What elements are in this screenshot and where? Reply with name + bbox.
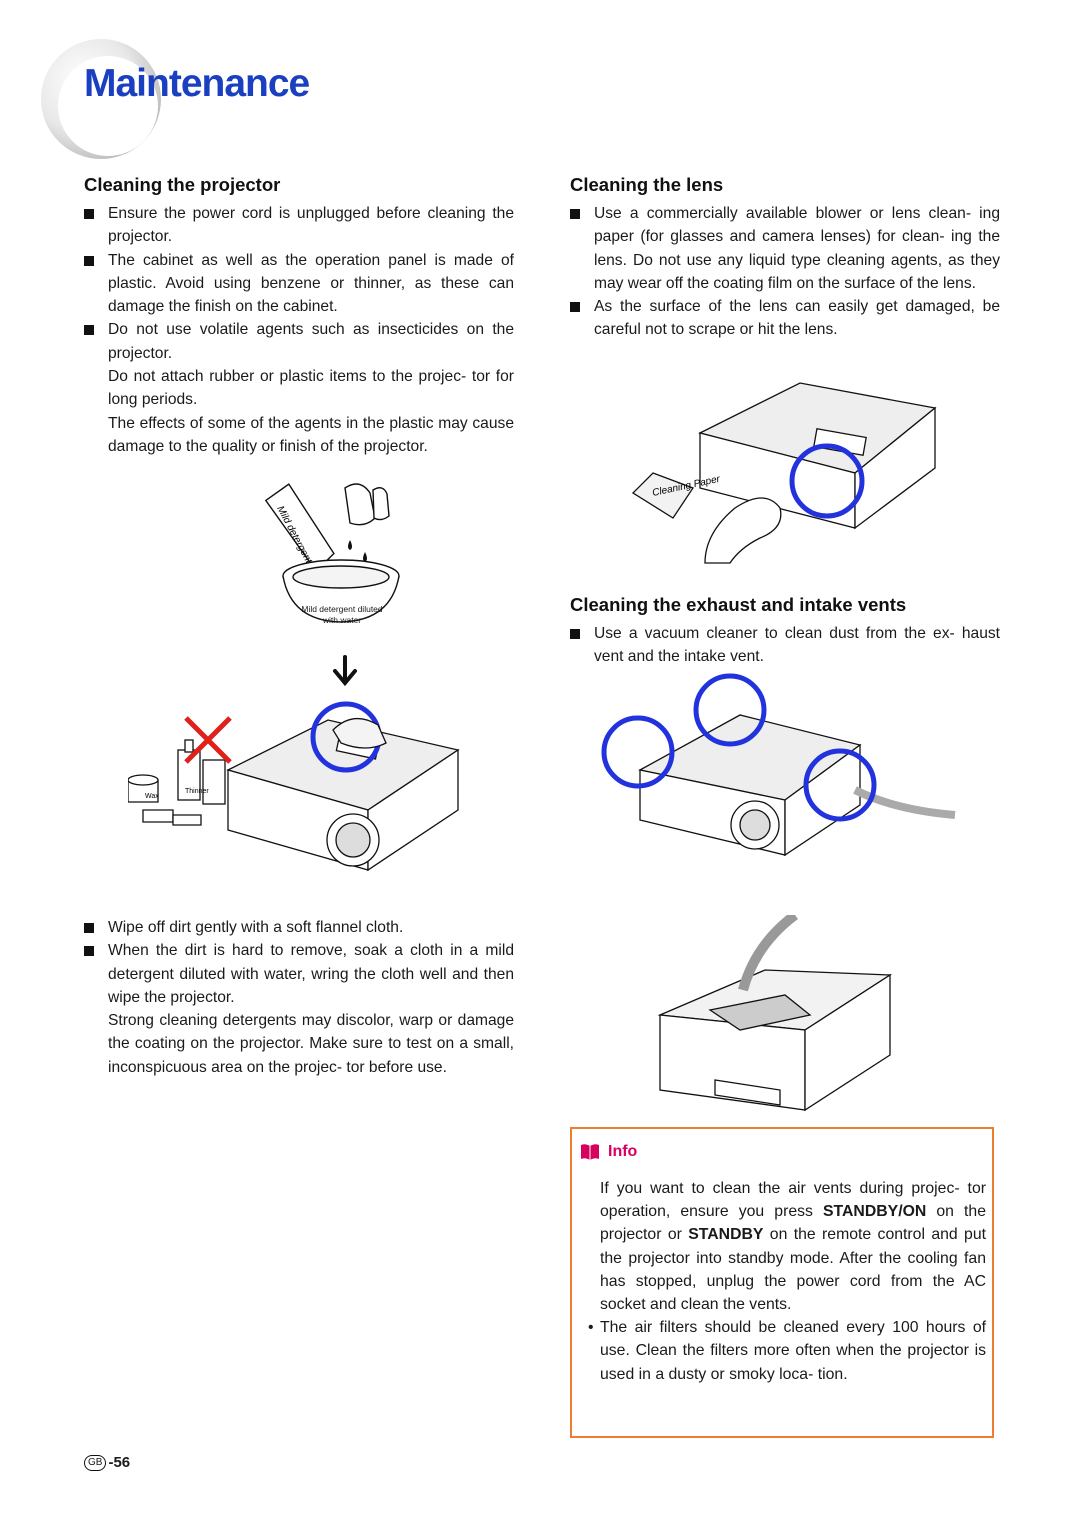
bowl-label: Mild detergent diluted with water xyxy=(301,604,383,625)
cleaning-vents-section: Cleaning the exhaust and intake vents Us… xyxy=(570,594,1000,669)
page-number-text: -56 xyxy=(108,1454,131,1471)
page-number: GB -56 xyxy=(84,1454,130,1471)
list-item: As the surface of the lens can easily ge… xyxy=(570,295,1000,342)
wipe-instructions-section: Wipe off dirt gently with a soft flannel… xyxy=(84,916,514,1079)
title-decoration xyxy=(41,39,161,159)
highlight-circle xyxy=(601,715,675,789)
info-text-part: on the remote control and put the projec… xyxy=(600,1226,986,1314)
projector-wipe-illustration: Wax Thinner xyxy=(128,701,460,872)
list-item: Strong cleaning detergents may discolor,… xyxy=(108,1012,514,1076)
highlight-circle xyxy=(789,443,865,519)
section-heading-lens: Cleaning the lens xyxy=(570,174,724,195)
info-paragraph: If you want to clean the air vents durin… xyxy=(600,1177,986,1316)
info-text-part: The air filters should be cleaned every … xyxy=(600,1319,986,1383)
list-item: The cabinet as well as the operation pan… xyxy=(84,249,514,319)
cleaning-lens-section: Cleaning the lens Use a commercially ava… xyxy=(570,174,1000,342)
wipe-instructions: Wipe off dirt gently with a soft flannel… xyxy=(84,916,514,1079)
info-header: Info xyxy=(580,1143,637,1161)
arrow-down-icon xyxy=(333,655,357,687)
cleaning-projector-section: Cleaning the projector Ensure the power … xyxy=(84,174,514,458)
vents-vacuum-illustration xyxy=(601,673,956,857)
info-text: If you want to clean the air vents durin… xyxy=(588,1177,986,1386)
section-heading-projector: Cleaning the projector xyxy=(84,174,281,195)
info-text-part: If you want to clean the air vents durin… xyxy=(600,1180,986,1221)
detergent-bowl-illustration: Mild detergent Mild detergent diluted wi… xyxy=(264,483,400,625)
region-badge: GB xyxy=(84,1454,107,1471)
list-item: Wipe off dirt gently with a soft flannel… xyxy=(84,916,514,939)
info-box: Info If you want to clean the air vents … xyxy=(570,1127,994,1438)
thinner-label: Thinner xyxy=(185,788,209,795)
page-title: Maintenance xyxy=(84,62,310,105)
list-item: Do not attach rubber or plastic items to… xyxy=(108,368,514,409)
vents-instructions: Use a vacuum cleaner to clean dust from … xyxy=(570,622,1000,669)
book-icon xyxy=(581,1144,599,1160)
info-label: Info xyxy=(608,1143,638,1160)
list-item: Use a vacuum cleaner to clean dust from … xyxy=(570,622,1000,669)
list-item: Do not use volatile agents such as insec… xyxy=(84,318,514,365)
wax-label: Wax xyxy=(145,793,159,800)
intake-vent-illustration xyxy=(657,915,893,1112)
highlight-circle xyxy=(803,748,877,822)
standby-key: STANDBY xyxy=(688,1226,764,1244)
list-item: Ensure the power cord is unplugged befor… xyxy=(84,202,514,249)
section-heading-vents: Cleaning the exhaust and intake vents xyxy=(570,594,907,615)
lens-cleaning-illustration: Cleaning Paper xyxy=(631,382,937,564)
info-text-part: on the projector or xyxy=(600,1203,987,1244)
highlight-circle xyxy=(693,673,767,747)
list-item: Use a commercially available blower or l… xyxy=(570,202,1000,295)
standby-on-key: STANDBY/ON xyxy=(823,1203,927,1221)
list-item: The effects of some of the agents in the… xyxy=(108,414,514,455)
info-bullet: •The air filters should be cleaned every… xyxy=(588,1319,986,1383)
lens-instructions: Use a commercially available blower or l… xyxy=(570,202,1000,342)
list-item: When the dirt is hard to remove, soak a … xyxy=(84,939,514,1009)
projector-instructions: Ensure the power cord is unplugged befor… xyxy=(84,202,514,458)
prohibit-mark-icon xyxy=(184,716,232,764)
